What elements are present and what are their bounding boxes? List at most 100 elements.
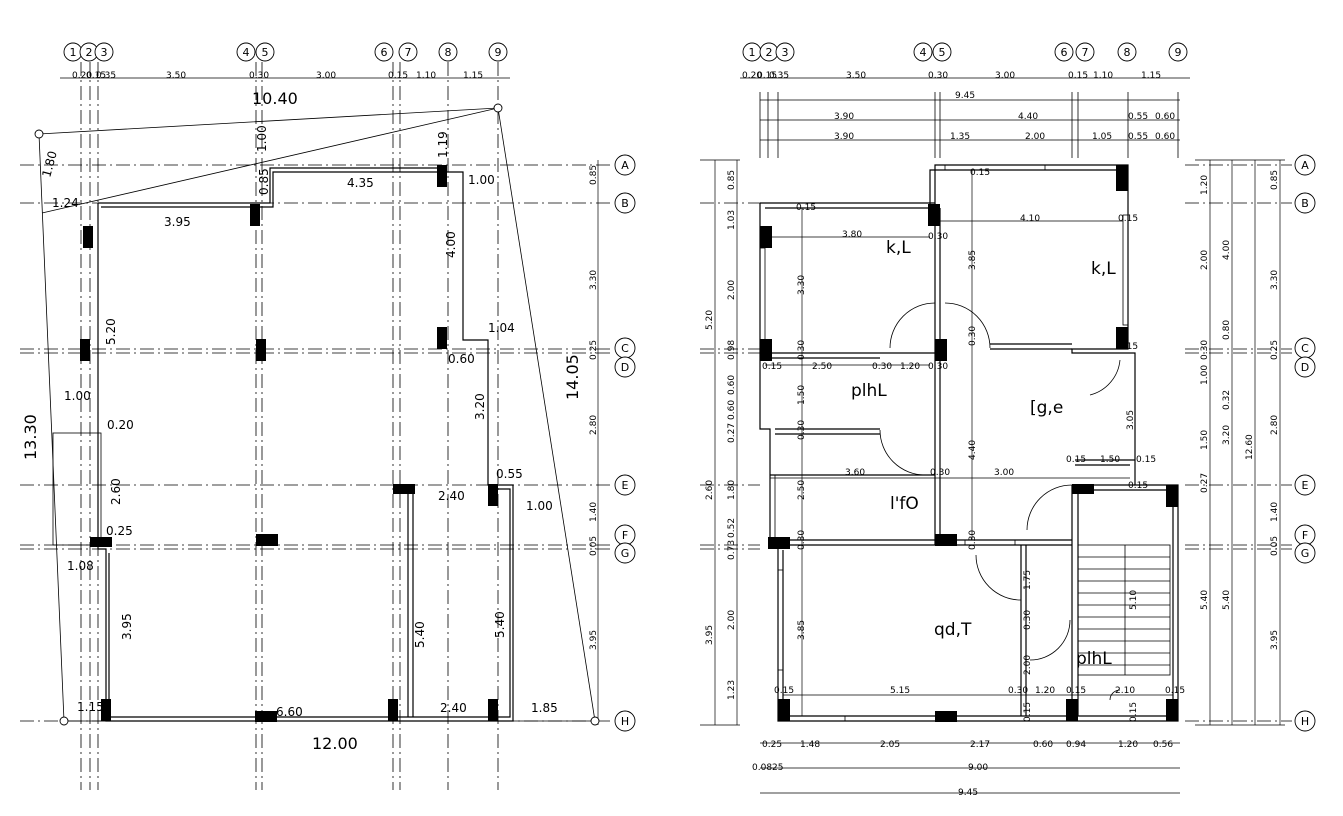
svg-text:0.98: 0.98 xyxy=(727,340,737,360)
svg-text:0.05: 0.05 xyxy=(1270,536,1280,556)
svg-text:3.30: 3.30 xyxy=(589,270,599,290)
svg-text:9.00: 9.00 xyxy=(968,763,988,773)
svg-text:1.50: 1.50 xyxy=(1100,455,1120,465)
svg-text:0.85: 0.85 xyxy=(589,165,599,185)
svg-text:3.30: 3.30 xyxy=(797,275,807,295)
room-name: [g,e xyxy=(1030,398,1063,418)
svg-text:0.15: 0.15 xyxy=(1066,686,1086,696)
svg-text:2.80: 2.80 xyxy=(589,415,599,435)
svg-text:0.85: 0.85 xyxy=(1270,170,1280,190)
svg-text:0.30: 0.30 xyxy=(928,362,948,372)
svg-text:0.60: 0.60 xyxy=(727,375,737,395)
svg-text:1.03: 1.03 xyxy=(727,210,737,230)
svg-text:12.60: 12.60 xyxy=(1245,434,1255,460)
svg-text:5.40: 5.40 xyxy=(493,611,507,638)
svg-text:0.30: 0.30 xyxy=(797,340,807,360)
svg-text:0.05: 0.05 xyxy=(589,536,599,556)
svg-text:0.25: 0.25 xyxy=(589,340,599,360)
svg-text:0.20: 0.20 xyxy=(742,71,762,81)
left-col-4: 4 xyxy=(243,46,250,59)
svg-text:2: 2 xyxy=(766,46,773,59)
svg-text:0.15: 0.15 xyxy=(762,362,782,372)
svg-text:1.15: 1.15 xyxy=(1141,71,1161,81)
svg-text:1.50: 1.50 xyxy=(1200,430,1210,450)
svg-text:0.30: 0.30 xyxy=(928,232,948,242)
svg-text:0.15: 0.15 xyxy=(970,168,990,178)
svg-text:5.15: 5.15 xyxy=(890,686,910,696)
svg-text:1.00: 1.00 xyxy=(255,125,269,152)
svg-text:2.80: 2.80 xyxy=(1270,415,1280,435)
svg-text:9: 9 xyxy=(1175,46,1182,59)
svg-text:0.15: 0.15 xyxy=(1129,702,1139,722)
svg-text:0.94: 0.94 xyxy=(1066,740,1086,750)
svg-text:0.30: 0.30 xyxy=(1023,610,1033,630)
svg-text:1.10: 1.10 xyxy=(1093,71,1113,81)
svg-text:0.60: 0.60 xyxy=(1155,112,1175,122)
svg-text:3.00: 3.00 xyxy=(316,71,336,81)
svg-text:2.00: 2.00 xyxy=(1023,655,1033,675)
svg-text:2.00: 2.00 xyxy=(727,280,737,300)
svg-text:0.60: 0.60 xyxy=(1033,740,1053,750)
left-plan-labels: 10.40 12.00 13.30 14.05 1.80 1.24 3.95 1… xyxy=(21,89,582,753)
svg-text:1.00: 1.00 xyxy=(468,173,495,187)
svg-text:0.55: 0.55 xyxy=(1128,132,1148,142)
left-col-7: 7 xyxy=(405,46,412,59)
svg-text:0.30: 0.30 xyxy=(968,530,978,550)
svg-text:2.00: 2.00 xyxy=(1200,250,1210,270)
stairs xyxy=(1077,544,1171,676)
svg-text:3.95: 3.95 xyxy=(120,613,134,640)
svg-text:2.05: 2.05 xyxy=(880,740,900,750)
svg-text:1.00: 1.00 xyxy=(64,389,91,403)
svg-text:4.35: 4.35 xyxy=(347,176,374,190)
svg-text:5.40: 5.40 xyxy=(413,621,427,648)
svg-text:1.35: 1.35 xyxy=(950,132,970,142)
right-right-dims: 1.20 2.00 0.30 1.00 1.50 0.27 5.40 4.00 … xyxy=(1200,170,1280,650)
svg-text:3.20: 3.20 xyxy=(1222,425,1232,445)
svg-text:F: F xyxy=(622,529,628,542)
svg-text:0.80: 0.80 xyxy=(1222,320,1232,340)
svg-text:1.10: 1.10 xyxy=(416,71,436,81)
svg-text:0.15: 0.15 xyxy=(1165,686,1185,696)
left-plan: 1 2 3 4 5 6 7 8 9 0.20 0.15 0.35 3.50 0.… xyxy=(20,42,636,790)
svg-text:1.04: 1.04 xyxy=(488,321,515,335)
room-name: l'fO xyxy=(890,494,919,514)
svg-text:5.20: 5.20 xyxy=(104,318,118,345)
room-names: k,L k,L plhL [g,e l'fO qd,T plhL xyxy=(851,238,1116,669)
left-overall-right: 14.05 xyxy=(563,354,582,400)
left-top-dims: 0.20 0.15 0.35 3.50 0.30 3.00 0.15 1.10 … xyxy=(72,71,483,81)
svg-text:3.00: 3.00 xyxy=(995,71,1015,81)
svg-text:8: 8 xyxy=(1124,46,1131,59)
svg-text:4.00: 4.00 xyxy=(1222,240,1232,260)
right-plan: 1 2 3 4 5 6 7 8 9 0.20 0.15 0.35 3.50 0.… xyxy=(700,42,1316,798)
svg-text:6: 6 xyxy=(1061,46,1068,59)
right-grid-rows xyxy=(700,164,1292,722)
svg-text:1.23: 1.23 xyxy=(727,680,737,700)
left-col-2: 2 xyxy=(86,46,93,59)
svg-text:2.40: 2.40 xyxy=(440,701,467,715)
right-columns xyxy=(760,165,1178,722)
left-overall-left: 13.30 xyxy=(21,414,40,460)
svg-text:2.60: 2.60 xyxy=(705,480,715,500)
door-swings xyxy=(879,302,1121,701)
left-col-5: 5 xyxy=(262,46,269,59)
svg-text:0.25: 0.25 xyxy=(1270,340,1280,360)
svg-text:0.52: 0.52 xyxy=(727,518,737,538)
svg-text:4.40: 4.40 xyxy=(968,440,978,460)
left-overall-bottom: 12.00 xyxy=(312,734,358,753)
svg-text:1.00: 1.00 xyxy=(1200,365,1210,385)
svg-text:3.90: 3.90 xyxy=(834,132,854,142)
svg-text:3.05: 3.05 xyxy=(1126,410,1136,430)
svg-text:0.0825: 0.0825 xyxy=(752,763,784,773)
svg-text:F: F xyxy=(1302,529,1308,542)
svg-text:4: 4 xyxy=(920,46,927,59)
svg-text:0.55: 0.55 xyxy=(1128,112,1148,122)
svg-text:1.05: 1.05 xyxy=(1092,132,1112,142)
svg-text:0.35: 0.35 xyxy=(96,71,116,81)
svg-text:3.90: 3.90 xyxy=(834,112,854,122)
svg-text:0.60: 0.60 xyxy=(448,352,475,366)
svg-text:1.20: 1.20 xyxy=(900,362,920,372)
svg-text:0.35: 0.35 xyxy=(769,71,789,81)
svg-text:0.60: 0.60 xyxy=(727,400,737,420)
right-left-dims: 0.85 1.03 2.00 0.98 0.60 0.60 0.27 1.80 … xyxy=(705,170,737,700)
svg-text:1.20: 1.20 xyxy=(1035,686,1055,696)
